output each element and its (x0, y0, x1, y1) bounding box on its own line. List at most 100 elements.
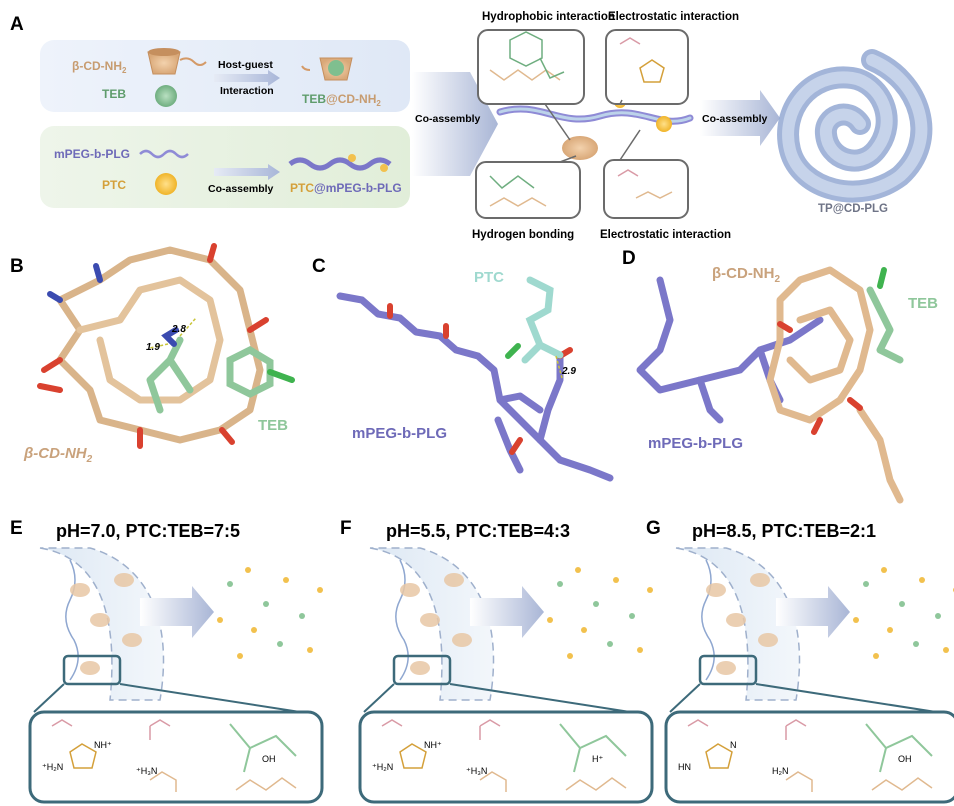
cd-hbond-icon (489, 197, 547, 207)
cd-label: β-CD-NH2 (23, 445, 93, 465)
ptc-particle (251, 627, 257, 633)
ptc-stick-model (505, 276, 564, 364)
triazole-icon (399, 743, 427, 769)
complex-ball-icon (328, 60, 344, 76)
teb-label: TEB (258, 417, 288, 434)
molecule-label: NH⁺ (94, 740, 112, 750)
molecule-label: ⁺H₃N (466, 766, 487, 776)
cd-blob (400, 583, 420, 597)
teb-skeleton-icon (559, 723, 627, 773)
teb-label: TEB (908, 295, 938, 312)
assembly-ptc (656, 116, 672, 132)
polymer-label: mPEG-b-PLG (352, 425, 447, 442)
panel-title: pH=8.5, PTC:TEB=2:1 (692, 521, 876, 541)
micelle-wall (39, 547, 165, 701)
benzene-icon (509, 31, 543, 67)
zoom-region (392, 654, 452, 686)
cd-tail (179, 57, 207, 66)
ptc-particle (647, 587, 653, 593)
carboxyl-icon (687, 719, 709, 727)
ptc-particle (873, 653, 879, 659)
zoom-line (33, 683, 65, 713)
carboxyl-icon (617, 169, 639, 177)
polymer-strand (701, 559, 715, 681)
carboxyl-icon (51, 719, 73, 727)
teb-particle (913, 641, 919, 647)
row2-arrow-label: Co-assembly (208, 183, 274, 195)
electrostatic-box-bottom (603, 159, 689, 219)
ptc-ball-icon (155, 173, 177, 195)
arrow-label-bottom: Interaction (220, 85, 274, 97)
ptc-label: PTC (102, 178, 126, 192)
polymer-strand (395, 559, 409, 681)
zoom-line (119, 683, 301, 713)
tp-cd-plg-label: TP@CD-PLG (818, 203, 888, 215)
distance-label: 2.9 (561, 366, 576, 377)
panel-letter: A (10, 14, 24, 35)
zoom-line (363, 683, 395, 713)
tp-cd-plg-aggregate (777, 49, 933, 203)
ptc-particle (567, 653, 573, 659)
zoom-line (449, 683, 631, 713)
callout-line (544, 103, 571, 141)
cd-cup-rim (148, 48, 180, 56)
panel-letter: B (10, 256, 24, 277)
distance-label: 2.8 (171, 324, 186, 335)
ptc-particle (237, 653, 243, 659)
ptc-particle (283, 577, 289, 583)
molecule-label: ⁺H₂N (372, 762, 393, 772)
panel-letter: C (312, 256, 326, 277)
amine-icon (635, 191, 673, 199)
teb-particle (227, 581, 233, 587)
ptc-particle (613, 577, 619, 583)
cd-blob (726, 613, 746, 627)
polymer-strand (65, 559, 79, 681)
triazole-icon (705, 743, 733, 769)
ptc-particle (307, 647, 313, 653)
cd-blob (90, 613, 110, 627)
carboxyl-icon (381, 719, 403, 727)
cd-skeleton-icon (489, 69, 561, 81)
cd-skeleton-icon (235, 777, 297, 791)
ptc-particle (581, 627, 587, 633)
teb-skeleton-icon (865, 723, 933, 773)
teb-particle (899, 601, 905, 607)
cd-blob (420, 613, 440, 627)
cd-blob (750, 573, 770, 587)
micelle-wall (675, 547, 801, 701)
distance-label: 1.9 (146, 342, 160, 353)
amine-icon (479, 771, 507, 792)
teb-particle (629, 613, 635, 619)
teb-particle (277, 641, 283, 647)
molecule-label: HN (678, 762, 691, 772)
ptc-particle (575, 567, 581, 573)
arrow-label-top: Host-guest (218, 59, 273, 71)
row2-box (40, 126, 410, 208)
assembly-cd (562, 136, 598, 160)
panel-letter: F (340, 518, 352, 539)
interaction-electrostatic-bottom: Electrostatic interaction (600, 229, 731, 241)
teb-particle (607, 641, 613, 647)
panel-b: B 2.8 1.9 β-CD-NH2 TEB (10, 243, 295, 465)
micelle-chain-icon (288, 157, 392, 171)
detail-frame (664, 710, 954, 804)
cd-stick-model (37, 243, 269, 449)
cd-blob (410, 661, 430, 675)
callout-line (619, 129, 641, 161)
cd-blob (80, 661, 100, 675)
teb-label: TEB (102, 87, 126, 101)
hbond-dash (149, 343, 169, 349)
molecule-label: ⁺H₃N (136, 766, 157, 776)
interaction-electrostatic-top: Electrostatic interaction (608, 11, 739, 23)
zoom-region (698, 654, 758, 686)
cd-blob (452, 633, 472, 647)
panel-title: pH=7.0, PTC:TEB=7:5 (56, 521, 240, 541)
teb-skeleton-icon (229, 723, 297, 773)
teb-particle (593, 601, 599, 607)
callout-line (619, 99, 623, 105)
molecule-label: H⁺ (592, 754, 603, 764)
panel-c: C PTC 2.9 mPEG-b-PLG (312, 256, 614, 482)
panel-letter: E (10, 518, 23, 539)
